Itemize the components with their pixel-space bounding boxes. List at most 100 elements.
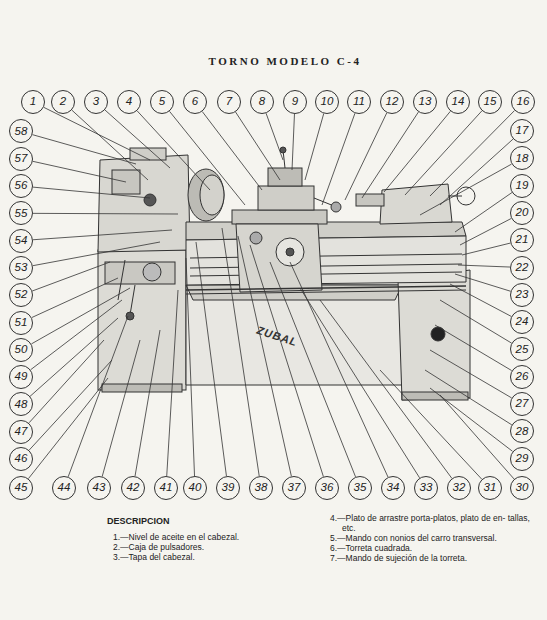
callout-number: 57 [15,153,28,165]
callout-number: 38 [255,482,268,494]
callout-number: 23 [516,289,529,301]
leader-line [270,262,356,477]
callout-number: 40 [189,482,202,494]
callout-circle: 33 [414,476,438,500]
callout-circle: 41 [154,476,178,500]
callout-number: 35 [354,482,367,494]
leader-line [384,111,450,192]
leader-line [137,111,210,190]
callout-number: 29 [516,453,529,465]
callout-number: 32 [453,482,466,494]
callout-circle: 53 [9,256,33,280]
description-line: 4.—Plato de arrastre porta-platos, plato… [330,514,538,534]
leader-line [28,378,108,479]
leader-line [425,370,512,425]
leader-line [30,318,118,396]
description-line: 2.—Caja de pulsadores. [113,543,313,553]
leader-line [167,290,178,476]
description-line: 6.—Torreta cuadrada. [330,544,540,554]
callout-circle: 55 [9,201,33,225]
leader-line [440,139,513,205]
callout-number: 5 [159,96,165,108]
callout-number: 1 [30,96,36,108]
callout-circle: 4 [117,90,141,114]
leader-line [290,262,388,477]
callout-circle: 15 [478,90,502,114]
callout-number: 50 [15,344,28,356]
callout-number: 18 [516,153,529,165]
callout-number: 4 [126,96,132,108]
callout-number: 28 [516,426,529,438]
leader-line [33,135,136,164]
callout-number: 10 [321,96,334,108]
callout-circle: 49 [9,365,33,389]
leader-line [29,360,112,450]
leader-line [345,113,387,200]
leader-line [135,330,160,476]
callout-circle: 3 [84,90,108,114]
leader-line [455,274,511,291]
callout-circle: 10 [315,90,339,114]
callout-number: 52 [15,289,28,301]
callout-number: 12 [386,96,399,108]
leader-line [33,230,172,240]
callout-circle: 14 [446,90,470,114]
leader-line [440,300,512,343]
callout-number: 30 [516,482,529,494]
leader-line [44,107,150,160]
callout-number: 46 [15,453,28,465]
callout-circle: 24 [510,310,534,334]
title: TORNO MODELO C-4 [140,55,430,68]
callout-number: 19 [516,180,529,192]
callout-circle: 18 [510,146,534,170]
leader-line [170,111,245,205]
callout-circle: 39 [216,476,240,500]
leader-line [250,245,323,477]
callout-circle: 9 [283,90,307,114]
callout-circle: 56 [9,174,33,198]
callout-number: 51 [15,317,28,329]
leader-line [305,114,324,180]
leader-line [32,278,118,317]
leader-line [32,262,110,291]
callout-number: 55 [15,208,28,220]
callout-circle: 23 [510,283,534,307]
callout-circle: 7 [217,90,241,114]
callout-circle: 48 [9,392,33,416]
callout-circle: 30 [510,476,534,500]
callout-number: 41 [160,482,173,494]
callout-number: 24 [516,316,529,328]
leader-line [455,192,512,232]
callout-number: 45 [15,482,28,494]
callout-circle: 31 [478,476,502,500]
callout-number: 47 [15,426,28,438]
leader-line [430,350,512,398]
leader-line [420,164,512,215]
callout-circle: 37 [282,476,306,500]
leader-line [458,265,510,267]
callout-circle: 2 [51,90,75,114]
callout-number: 44 [58,482,71,494]
leader-line [102,340,140,476]
callout-number: 58 [15,126,28,138]
callout-number: 54 [15,235,28,247]
callout-circle: 57 [9,147,33,171]
leader-line [33,187,150,198]
leader-line [460,218,511,245]
callout-number: 17 [516,125,529,137]
callout-number: 13 [419,96,432,108]
callout-circle: 1 [21,90,45,114]
description-line: 1.—Nivel de aceite en el cabezal. [113,533,313,543]
section-heading: DESCRIPCION [107,516,170,526]
leader-line [380,370,482,479]
callout-circle: 20 [510,201,534,225]
callout-number: 2 [60,96,66,108]
callout-circle: 27 [510,392,534,416]
callout-number: 20 [516,207,529,219]
description-line: 5.—Mando con nonios del carro transversa… [330,534,540,544]
callout-number: 26 [516,371,529,383]
callout-circle: 54 [9,229,33,253]
callout-circle: 36 [315,476,339,500]
leader-line [72,110,148,180]
leader-line [105,110,170,168]
